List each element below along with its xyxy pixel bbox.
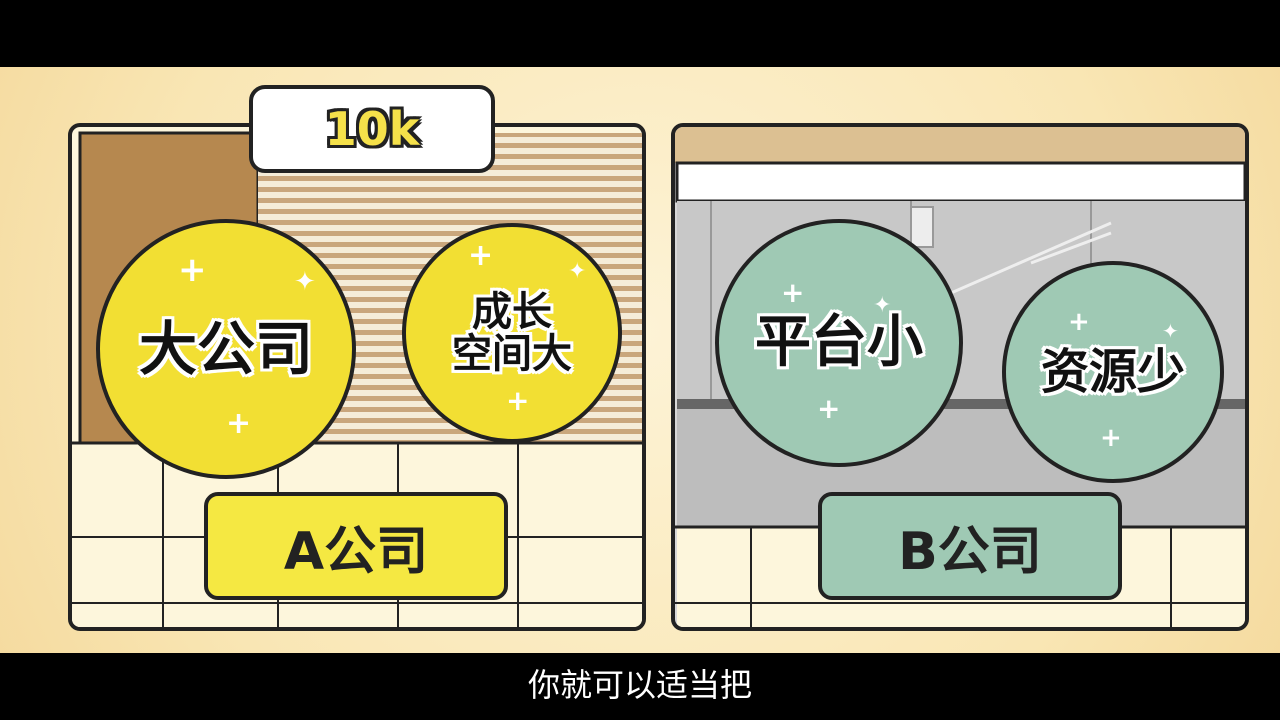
sparkle-icon: ✦: [873, 293, 892, 318]
sparkle-icon: +: [468, 238, 494, 273]
salary-text: 10k: [324, 102, 420, 156]
sparkle-icon: +: [178, 250, 207, 290]
sparkle-icon: +: [817, 392, 841, 425]
sparkle-icon: ✦: [568, 259, 587, 284]
salary-speech-bubble: 10k: [249, 85, 495, 173]
video-subtitle: 你就可以适当把: [527, 666, 752, 704]
growth-space-circle: + ✦ + 成长 空间大: [402, 223, 622, 443]
company-a-panel: + ✦ + 大公司 + ✦ + 成长 空间大 A公司: [68, 123, 646, 631]
small-platform-circle: + ✦ + 平台小: [715, 219, 963, 467]
small-platform-text: 平台小: [755, 309, 923, 375]
growth-space-line2: 空间大: [452, 331, 572, 377]
sparkle-icon: +: [781, 276, 805, 309]
few-resources-text: 资源少: [1040, 343, 1185, 400]
big-company-text: 大公司: [138, 314, 313, 383]
big-company-circle: + ✦ + 大公司: [96, 219, 356, 479]
sparkle-icon: +: [506, 384, 530, 417]
company-b-label: B公司: [818, 492, 1122, 600]
sparkle-icon: +: [226, 406, 252, 441]
scene: + ✦ + 大公司 + ✦ + 成长 空间大 A公司 10k: [0, 67, 1280, 653]
company-a-label: A公司: [204, 492, 508, 600]
growth-space-line1: 成长: [472, 289, 552, 335]
sparkle-icon: +: [1068, 307, 1090, 337]
sparkle-icon: +: [1100, 423, 1122, 453]
sparkle-icon: ✦: [294, 267, 316, 297]
company-b-panel: + ✦ + 平台小 + ✦ + 资源少 B公司: [671, 123, 1249, 631]
sparkle-icon: ✦: [1162, 319, 1179, 343]
few-resources-circle: + ✦ + 资源少: [1002, 261, 1224, 483]
